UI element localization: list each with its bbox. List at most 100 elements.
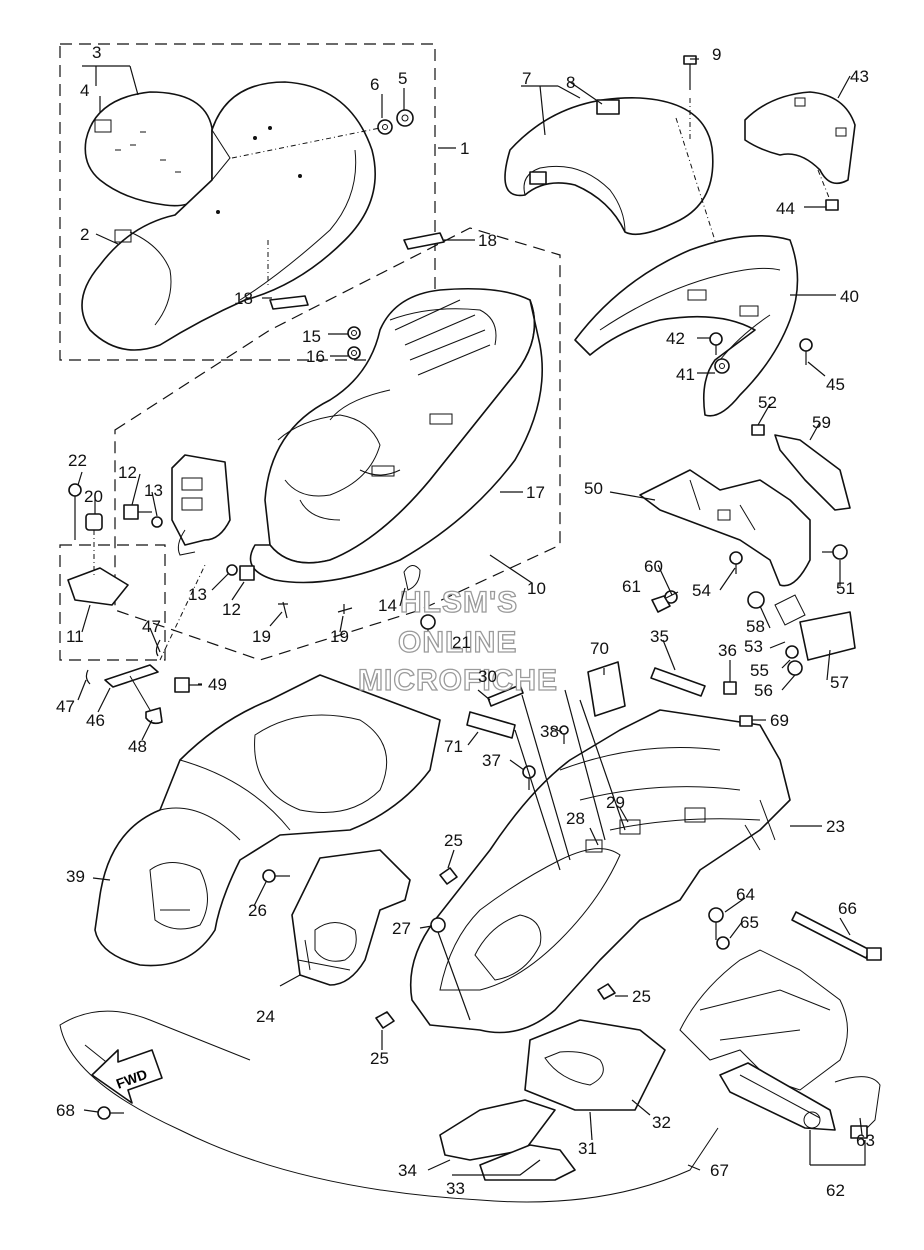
watermark-line1: HLSM'S: [400, 586, 518, 619]
seat-assembly: [81, 81, 381, 351]
tank-group-box: [114, 227, 561, 661]
lock-linkage: [85, 564, 206, 725]
callout-6: 6: [370, 75, 379, 94]
bracket-59: [774, 434, 851, 511]
callout-54: 54: [692, 581, 711, 600]
callout-52: 52: [758, 393, 777, 412]
rear-cover-43: [744, 91, 856, 211]
bolt-64-washer-65: [708, 907, 730, 950]
callout-44: 44: [776, 199, 795, 218]
inner-fender: [94, 674, 441, 967]
frame-section: [679, 949, 848, 1091]
cable-tie-66: [791, 911, 882, 961]
main-body-23: [409, 709, 791, 1034]
callout-1: 1: [460, 139, 469, 158]
callout-71: 71: [444, 737, 463, 756]
clips-19: [278, 601, 353, 619]
cap-27: [430, 917, 471, 1021]
watermark-line3: MICROFICHE: [358, 664, 558, 697]
callout-17: 17: [526, 483, 545, 502]
callout-68: 68: [56, 1101, 75, 1120]
fasteners-41-42-45: [709, 332, 813, 374]
callout-55: 55: [750, 661, 769, 680]
mats: [439, 1019, 666, 1181]
watermark-line2: ONLINE: [398, 626, 517, 659]
callout-4: 4: [80, 81, 89, 100]
callout-58: 58: [746, 617, 765, 636]
callout-42: 42: [666, 329, 685, 348]
callout-67: 67: [710, 1161, 729, 1180]
callout-11: 11: [66, 627, 84, 646]
callout-32: 32: [652, 1113, 671, 1132]
callout-25c: 25: [370, 1049, 389, 1068]
callout-22: 22: [68, 451, 87, 470]
callout-38: 38: [540, 722, 559, 741]
callout-59: 59: [812, 413, 831, 432]
bolt-21-clamp-14: [403, 565, 436, 642]
callout-28: 28: [566, 809, 585, 828]
callout-14: 14: [378, 596, 397, 615]
callout-12b: 12: [222, 600, 241, 619]
fwd-arrow: FWD: [91, 1049, 163, 1104]
callout-51: 51: [836, 579, 855, 598]
callout-13b: 13: [188, 585, 207, 604]
callout-19a: 19: [252, 627, 271, 646]
callout-29: 29: [606, 793, 625, 812]
callout-13a: 13: [144, 481, 163, 500]
callout-9: 9: [712, 45, 721, 64]
bolts-37-38: [522, 725, 569, 790]
callout-66: 66: [838, 899, 857, 918]
callout-50: 50: [584, 479, 603, 498]
callout-24: 24: [256, 1007, 275, 1026]
stay-11-bolt-22-grommet-20: [67, 483, 129, 606]
bracket-group-box: [59, 544, 166, 661]
callout-7: 7: [522, 69, 531, 88]
callout-56: 56: [754, 681, 773, 700]
storage-tank: [249, 287, 543, 584]
callout-63: 63: [856, 1131, 875, 1150]
callout-2: 2: [80, 225, 89, 244]
callout-40: 40: [840, 287, 859, 306]
callout-25b: 25: [632, 987, 651, 1006]
side-panel-24: [291, 849, 411, 986]
callout-41: 41: [676, 365, 695, 384]
callout-65: 65: [740, 913, 759, 932]
grommets-25: [375, 867, 616, 1029]
callout-23: 23: [826, 817, 845, 836]
callout-25a: 25: [444, 831, 463, 850]
callout-61: 61: [622, 577, 641, 596]
callouts: 1 2 3 4 5 6 7 8 9 10 11 12 12 13 13 14 1…: [56, 43, 875, 1200]
callout-70: 70: [590, 639, 609, 658]
callout-10: 10: [527, 579, 546, 598]
callout-35: 35: [650, 627, 669, 646]
pads-18: [269, 232, 445, 310]
callout-46: 46: [86, 711, 105, 730]
callout-69: 69: [770, 711, 789, 730]
callout-49: 49: [208, 675, 227, 694]
callout-12a: 12: [118, 463, 137, 482]
callout-19b: 19: [330, 627, 349, 646]
leader-lines: [77, 58, 866, 1176]
bolts-12-13: [123, 504, 255, 581]
bolt-26: [262, 869, 290, 883]
callout-8: 8: [566, 73, 575, 92]
nuts-58-60-61-bolts-51-54: [651, 424, 848, 613]
cable-63-67-68: [59, 1010, 881, 1203]
callout-3: 3: [92, 43, 101, 62]
callout-5: 5: [398, 69, 407, 88]
callout-33: 33: [446, 1179, 465, 1198]
callout-20: 20: [84, 487, 103, 506]
rear-fender-bracket: [639, 469, 811, 587]
callout-53: 53: [744, 637, 763, 656]
callout-16: 16: [306, 347, 325, 366]
nut-15-washer-16: [347, 326, 361, 360]
callout-36: 36: [718, 641, 737, 660]
pads-28-29-30-35-36-69-70-71: [466, 661, 753, 871]
lamp-57-holder-53: [774, 594, 856, 676]
rear-seat: [504, 97, 719, 251]
callout-62: 62: [826, 1181, 845, 1200]
callout-47b: 47: [56, 697, 75, 716]
callout-57: 57: [830, 673, 849, 692]
callout-43: 43: [850, 67, 869, 86]
